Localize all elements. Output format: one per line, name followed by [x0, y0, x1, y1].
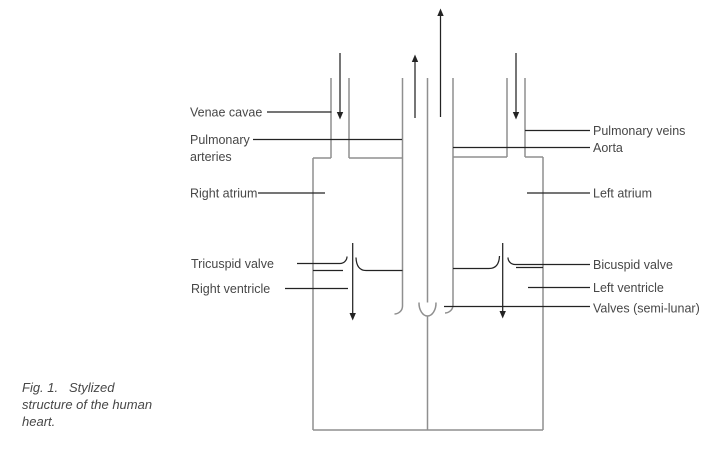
tricuspid-inner-flap	[355, 257, 403, 272]
pulmonary-artery-up-arrow-icon	[411, 54, 419, 118]
blood-flow-arrows	[336, 8, 520, 321]
semilunar-valve-cup	[418, 302, 437, 317]
label-left-atrium: Left atrium	[593, 187, 652, 201]
aorta-wall-with-cusp	[444, 78, 454, 314]
bicuspid-flow-down-arrow-icon	[499, 243, 506, 319]
figure-caption-line2: structure of the human	[22, 397, 153, 412]
label-bicuspid-valve: Bicuspid valve	[593, 258, 673, 272]
figure-caption: Fig. 1. Stylized structure of the human …	[22, 379, 192, 430]
aorta-up-arrow-icon	[437, 8, 444, 117]
label-leader-lines	[253, 111, 590, 308]
label-pulmonary-arteries-line2: arteries	[190, 150, 232, 164]
label-right-ventricle: Right ventricle	[191, 282, 270, 296]
venae-cavae-down-arrow-icon	[336, 53, 344, 120]
bicuspid-inner-flap	[453, 255, 501, 270]
label-venae-cavae: Venae cavae	[190, 106, 262, 120]
figure-caption-line1: Fig. 1. Stylized	[22, 380, 115, 395]
bicuspid-valve-leader	[507, 257, 590, 266]
label-tricuspid-valve: Tricuspid valve	[191, 257, 274, 271]
label-left-ventricle: Left ventricle	[593, 281, 664, 295]
anatomy-labels: Venae cavae Pulmonary arteries Right atr…	[190, 106, 700, 316]
label-aorta: Aorta	[593, 141, 623, 155]
label-valves-semilunar: Valves (semi-lunar)	[593, 302, 700, 316]
label-pulmonary-veins: Pulmonary veins	[593, 124, 685, 138]
label-right-atrium: Right atrium	[190, 187, 257, 201]
tricuspid-valve-leader	[297, 256, 348, 265]
figure-caption-line3: heart.	[22, 414, 56, 429]
pulmonary-veins-down-arrow-icon	[512, 53, 520, 120]
valve-flap-lines	[313, 255, 543, 272]
heart-structure-lines	[312, 78, 544, 431]
tricuspid-flow-down-arrow-icon	[349, 243, 356, 321]
label-pulmonary-arteries-line1: Pulmonary	[190, 133, 250, 147]
pulmonary-artery-wall-with-cusp	[394, 78, 404, 315]
